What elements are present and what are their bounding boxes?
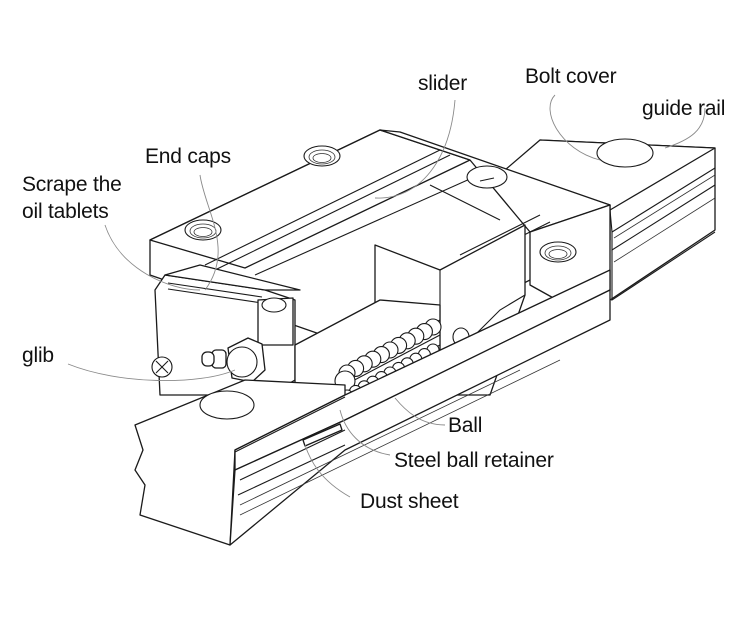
threaded-hole-right [539, 241, 577, 263]
label-ball: Ball [448, 414, 482, 437]
label-scrape-line2: oil tablets [22, 200, 109, 223]
label-steel-ball-retainer: Steel ball retainer [394, 449, 554, 472]
label-guide-rail: guide rail [642, 97, 725, 120]
leader-guide-rail [664, 107, 706, 149]
lube-port-top [466, 165, 508, 189]
label-scrape-line1: Scrape the [22, 173, 122, 196]
grease-nipple [201, 337, 266, 383]
guide-rail-front [134, 269, 611, 546]
leader-bolt-cover [549, 94, 601, 161]
label-glib: glib [22, 344, 54, 367]
leader-end-caps [199, 174, 219, 291]
bolt-cover-disc [596, 138, 654, 168]
label-slider: slider [418, 72, 467, 95]
dust-sheet-strip [302, 423, 343, 447]
rail-mount-hole [199, 390, 255, 420]
phillips-screw [151, 356, 173, 378]
leader-glib [67, 363, 236, 381]
leader-steel-retainer [339, 409, 391, 456]
label-bolt-cover: Bolt cover [525, 65, 617, 88]
leader-dust-sheet [304, 444, 351, 498]
leader-slider [374, 99, 456, 199]
threaded-hole-front-left [184, 219, 222, 241]
label-end-caps: End caps [145, 145, 231, 168]
leader-scrape [104, 224, 201, 291]
leader-ball [394, 397, 446, 426]
leader-lines [67, 94, 706, 498]
label-dust-sheet: Dust sheet [360, 490, 459, 513]
end-cap [151, 264, 301, 396]
labels: slider Bolt cover guide rail End caps Sc… [22, 65, 725, 513]
threaded-hole-back-left [303, 145, 341, 167]
